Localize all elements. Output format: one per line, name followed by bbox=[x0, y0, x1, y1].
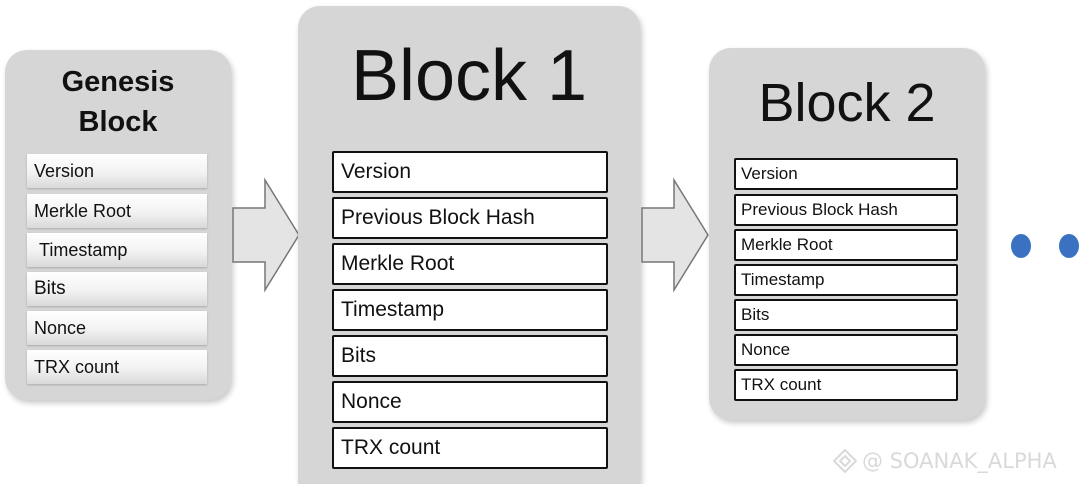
continuation-dot bbox=[1011, 234, 1031, 258]
arrow-right-icon bbox=[232, 177, 300, 293]
genesis-field-timestamp: Timestamp bbox=[27, 233, 207, 267]
field-label: Nonce bbox=[341, 390, 402, 413]
block-1: Block 1 Version Previous Block Hash Merk… bbox=[298, 6, 640, 484]
block1-field-previous-block-hash: Previous Block Hash bbox=[332, 197, 608, 239]
watermark-text: @ SOANAK_ALPHA bbox=[862, 449, 1057, 473]
field-label: Merkle Root bbox=[741, 235, 833, 254]
genesis-field-version: Version bbox=[27, 154, 207, 188]
field-label: Version bbox=[34, 160, 95, 181]
block-2-title: Block 2 bbox=[758, 73, 936, 133]
block1-field-nonce: Nonce bbox=[332, 381, 608, 423]
arrow-right-icon bbox=[641, 177, 709, 293]
field-label: Version bbox=[341, 160, 412, 183]
block-1-title: Block 1 bbox=[350, 36, 588, 116]
field-label: TRX count bbox=[341, 436, 441, 459]
block-2: Block 2 Version Previous Block Hash Merk… bbox=[709, 48, 985, 420]
block1-field-trx-count: TRX count bbox=[332, 427, 608, 469]
genesis-field-merkle-root: Merkle Root bbox=[27, 194, 207, 228]
block2-field-version: Version bbox=[734, 158, 958, 190]
block1-field-version: Version bbox=[332, 151, 608, 193]
field-label: Nonce bbox=[34, 317, 87, 338]
genesis-block-title: Genesis Block bbox=[5, 62, 231, 142]
genesis-field-nonce: Nonce bbox=[27, 311, 207, 345]
field-label: Timestamp bbox=[741, 270, 825, 289]
diamond-logo-icon bbox=[832, 448, 858, 474]
block1-field-timestamp: Timestamp bbox=[332, 289, 608, 331]
field-label: Version bbox=[741, 164, 798, 183]
genesis-field-bits: Bits bbox=[27, 272, 207, 306]
genesis-block: Genesis Block Version Merkle Root Timest… bbox=[5, 50, 231, 400]
field-label: Bits bbox=[741, 305, 770, 324]
field-label: Merkle Root bbox=[34, 200, 132, 221]
continuation-dot bbox=[1059, 234, 1079, 258]
block2-field-nonce: Nonce bbox=[734, 334, 958, 366]
field-label: Timestamp bbox=[39, 239, 128, 260]
block2-field-bits: Bits bbox=[734, 299, 958, 331]
field-label: Previous Block Hash bbox=[341, 206, 535, 229]
genesis-title-line2: Block bbox=[78, 106, 158, 138]
field-label: Merkle Root bbox=[341, 252, 455, 275]
block2-field-merkle-root: Merkle Root bbox=[734, 229, 958, 261]
field-label: Bits bbox=[34, 278, 66, 299]
block1-field-bits: Bits bbox=[332, 335, 608, 377]
field-label: Previous Block Hash bbox=[741, 200, 898, 219]
block2-field-trx-count: TRX count bbox=[734, 369, 958, 401]
block2-field-previous-block-hash: Previous Block Hash bbox=[734, 194, 958, 226]
field-label: Nonce bbox=[741, 340, 791, 359]
field-label: Timestamp bbox=[341, 298, 445, 321]
block2-field-timestamp: Timestamp bbox=[734, 264, 958, 296]
field-label: TRX count bbox=[34, 356, 120, 377]
block1-field-merkle-root: Merkle Root bbox=[332, 243, 608, 285]
watermark: @ SOANAK_ALPHA bbox=[832, 448, 1057, 474]
field-label: TRX count bbox=[741, 375, 822, 394]
genesis-title-line1: Genesis bbox=[61, 66, 175, 98]
genesis-field-trx-count: TRX count bbox=[27, 350, 207, 384]
field-label: Bits bbox=[341, 344, 377, 367]
